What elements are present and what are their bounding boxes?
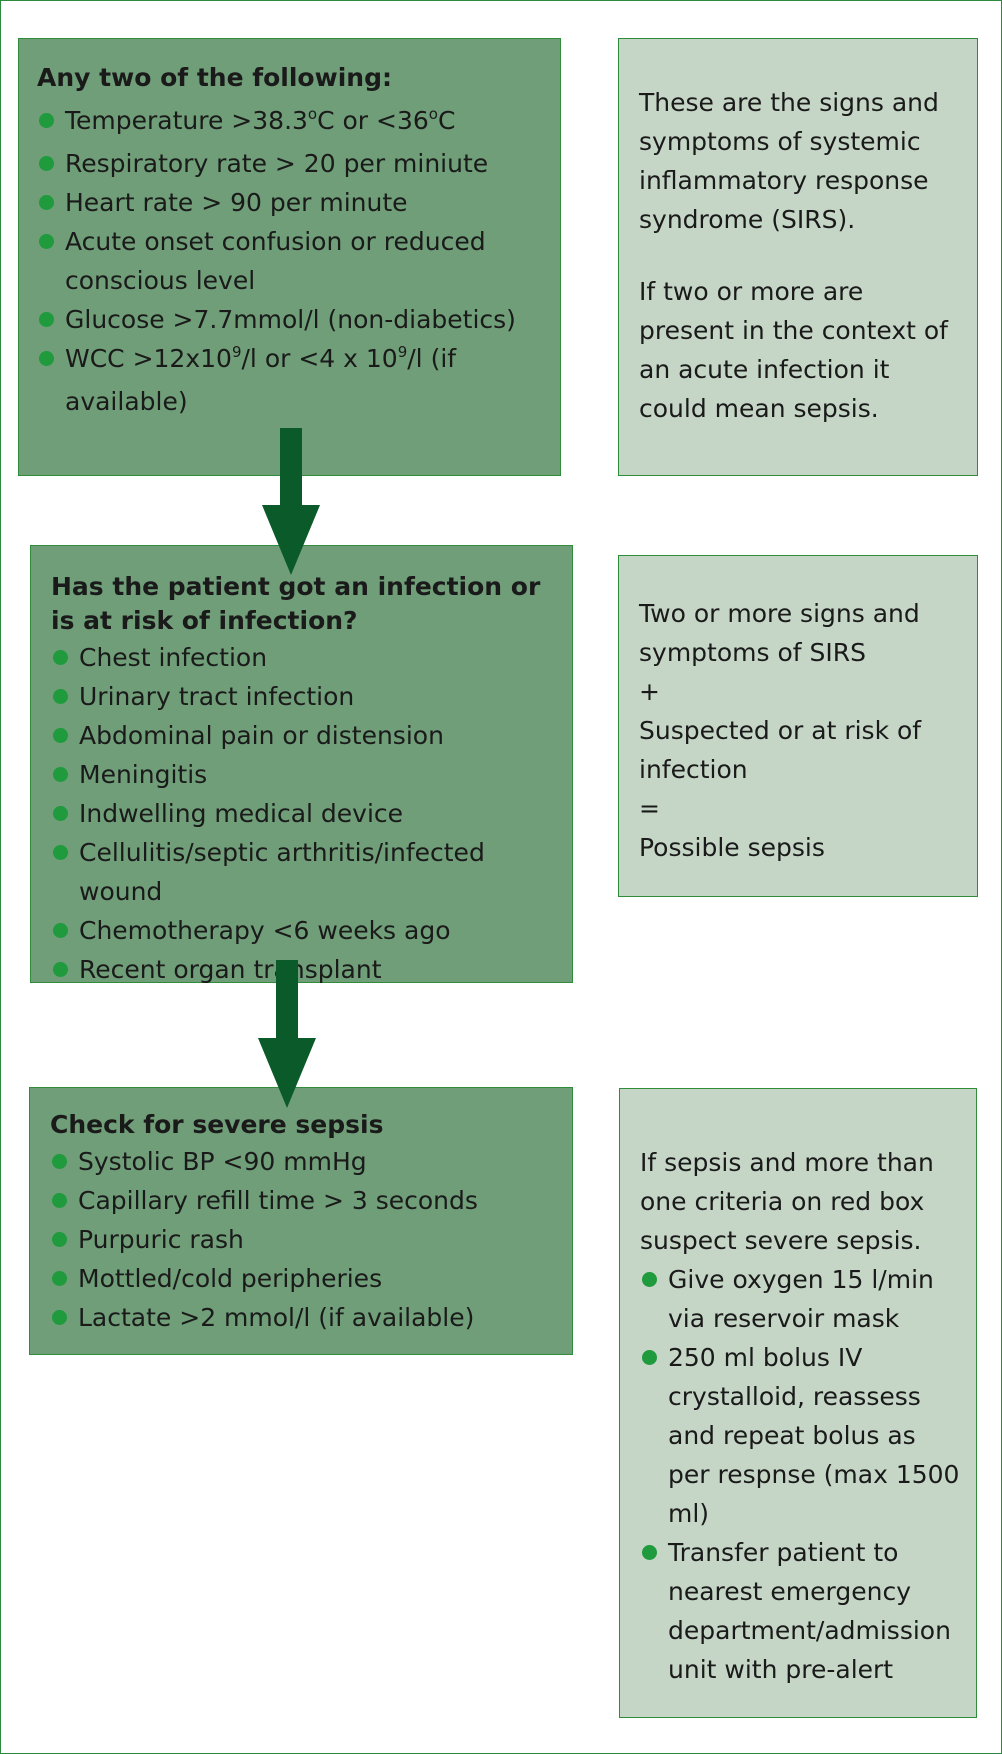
sirs-criteria-box: Any two of the following: Temperature >3… [18, 38, 561, 476]
equals-sign: = [639, 794, 660, 823]
infection-box: Has the patient got an infection or is a… [30, 545, 573, 984]
possible-sepsis-text: Suspected or at risk of infection [639, 716, 922, 784]
list-item: Capillary refill time > 3 seconds [50, 1181, 556, 1220]
list-item: Abdominal pain or distension [51, 716, 556, 755]
possible-sepsis-text: Two or more signs and symptoms of SIRS [639, 599, 920, 667]
list-item: Urinary tract infection [51, 677, 556, 716]
list-item: Temperature >38.3oC or <36oC [37, 101, 544, 144]
list-item: Heart rate > 90 per minute [37, 183, 544, 222]
plus-sign: + [639, 677, 660, 706]
severe-sepsis-list: Systolic BP <90 mmHg Capillary refill ti… [50, 1142, 556, 1337]
severe-sepsis-intro: If sepsis and more than one criteria on … [640, 1148, 934, 1255]
infection-list: Chest infection Urinary tract infection … [51, 638, 556, 989]
severe-sepsis-actions-list: Give oxygen 15 l/min via reservoir mask … [640, 1260, 962, 1689]
list-item: Glucose >7.7mmol/l (non-diabetics) [37, 300, 544, 339]
severe-sepsis-box: Check for severe sepsis Systolic BP <90 … [29, 1087, 573, 1355]
infection-title: Has the patient got an infection or is a… [51, 572, 541, 635]
list-item: Chemotherapy <6 weeks ago [51, 911, 556, 950]
list-item: Lactate >2 mmol/l (if available) [50, 1298, 556, 1337]
severe-sepsis-title: Check for severe sepsis [50, 1110, 384, 1139]
list-item: Meningitis [51, 755, 556, 794]
list-item: WCC >12x109/l or <4 x 109/l (if availabl… [37, 339, 544, 421]
sirs-criteria-list: Temperature >38.3oC or <36oC Respiratory… [37, 101, 544, 421]
sirs-criteria-title: Any two of the following: [37, 63, 392, 92]
list-item: Respiratory rate > 20 per miniute [37, 144, 544, 183]
possible-sepsis-result: Possible sepsis [639, 833, 825, 862]
list-item: Indwelling medical device [51, 794, 556, 833]
list-item: Recent organ transplant [51, 950, 556, 989]
list-item: 250 ml bolus IV crystalloid, reassess an… [640, 1338, 962, 1533]
possible-sepsis-box: Two or more signs and symptoms of SIRS +… [618, 555, 978, 897]
list-item: Mottled/cold peripheries [50, 1259, 556, 1298]
list-item: Transfer patient to nearest emergency de… [640, 1533, 962, 1689]
severe-sepsis-actions-box: If sepsis and more than one criteria on … [619, 1088, 977, 1718]
list-item: Cellulitis/septic arthritis/infected wou… [51, 833, 556, 911]
list-item: Purpuric rash [50, 1220, 556, 1259]
list-item: Give oxygen 15 l/min via reservoir mask [640, 1260, 962, 1338]
sirs-note-text: If two or more are present in the contex… [639, 277, 948, 423]
sirs-note-text: These are the signs and symptoms of syst… [639, 88, 939, 234]
sirs-note-box: These are the signs and symptoms of syst… [618, 38, 978, 476]
list-item: Chest infection [51, 638, 556, 677]
list-item: Acute onset confusion or reduced conscio… [37, 222, 544, 300]
list-item: Systolic BP <90 mmHg [50, 1142, 556, 1181]
